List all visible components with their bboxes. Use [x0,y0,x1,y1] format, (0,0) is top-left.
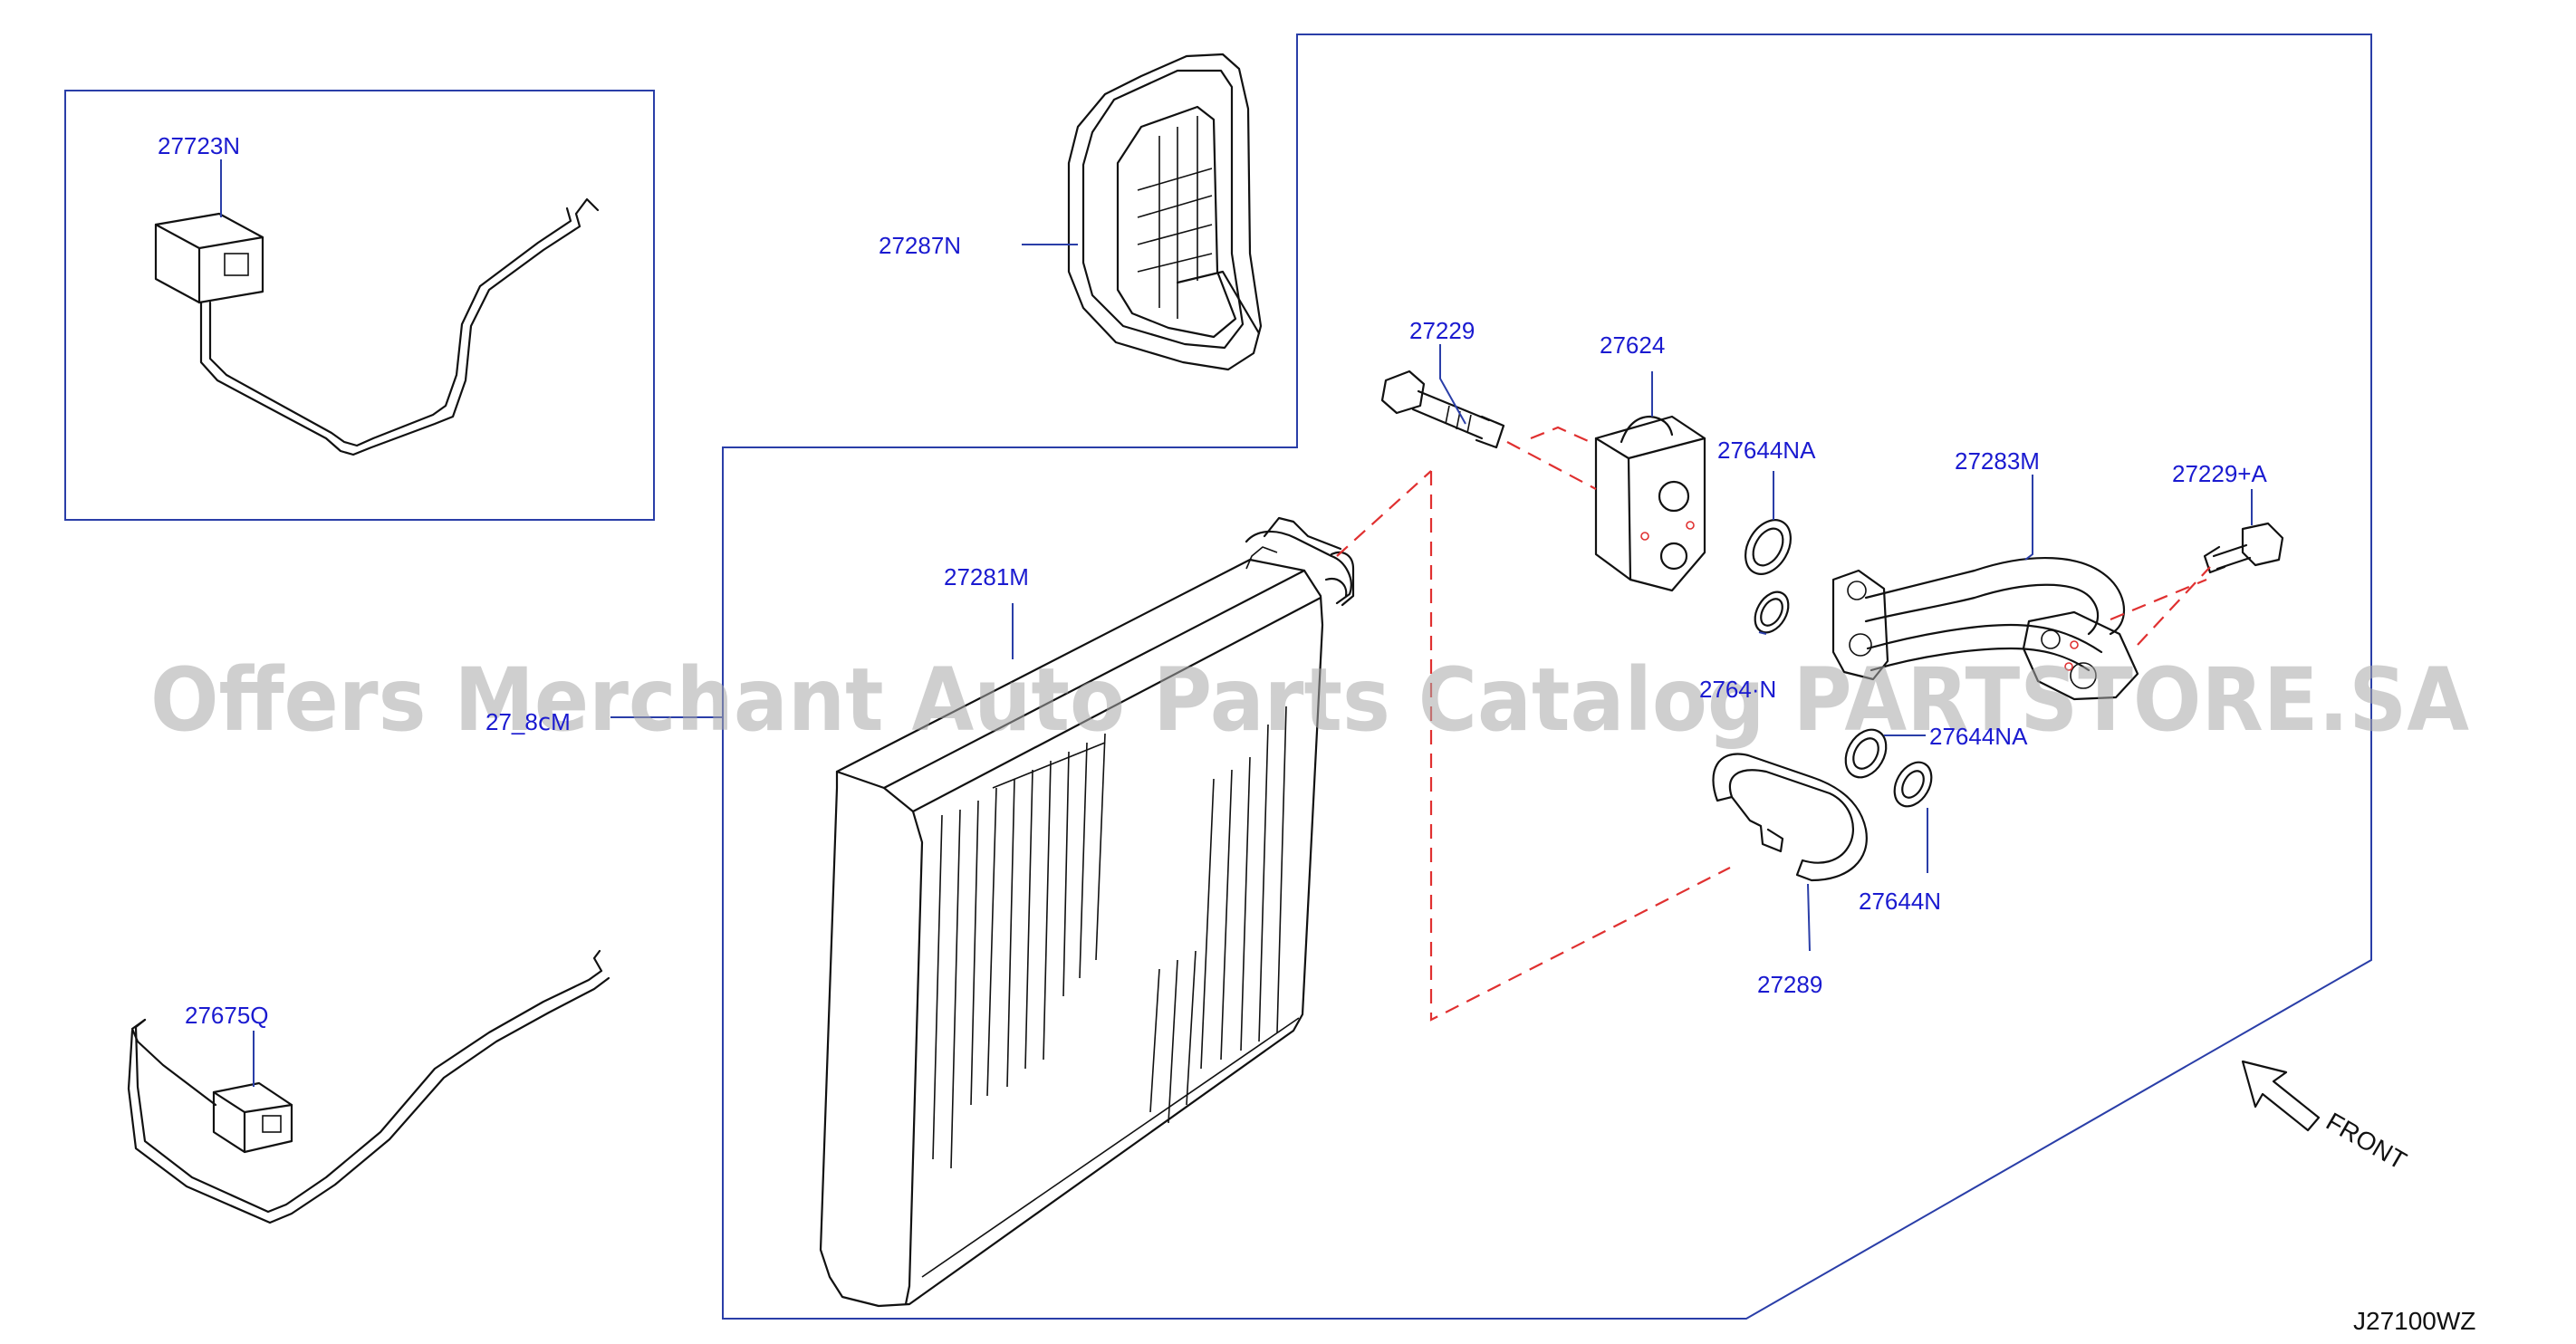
callout-27229A[interactable]: 27229+A [2172,460,2267,487]
callout-27644NA-upper[interactable]: 27644NA [1717,437,1816,464]
watermark-text: Offers Merchant Auto Parts Catalog PARTS… [150,649,2469,751]
evaporator-core-27281M[interactable] [819,516,1355,1308]
front-label: FRONT [2321,1107,2411,1175]
housing-27287N[interactable] [1067,53,1263,371]
expansion-valve-27624[interactable] [1594,415,1706,592]
callout-labels: 27723N 27287N 27229 27624 27644NA 27283M… [158,132,2267,1029]
callout-27723N[interactable]: 27723N [158,132,240,159]
clip-27289[interactable] [1712,753,1868,882]
assembly-guide-lines [1336,426,2211,1022]
front-arrow: FRONT [2241,1060,2411,1175]
diagram-code: J27100WZ [2353,1307,2475,1335]
sensor-27675Q[interactable] [127,949,610,1224]
callout-27644N-lower[interactable]: 27644N [1859,888,1941,915]
inset-frame-sensor-top [64,90,655,521]
callout-27281M[interactable]: 27281M [944,563,1029,590]
sensor-27723N[interactable] [154,197,600,456]
callout-27280M[interactable]: 27_8ⅽM [485,708,571,735]
callout-leaders [220,159,2253,1087]
bolt-27229[interactable] [1380,370,1505,449]
callout-27289[interactable]: 27289 [1757,971,1822,998]
o-ring-27644N-lower[interactable] [1887,755,1938,812]
bolt-27229A[interactable] [2203,522,2284,574]
callout-27229[interactable]: 27229 [1409,317,1475,344]
callout-27287N[interactable]: 27287N [879,232,961,259]
o-ring-27644N-upper[interactable] [1748,586,1795,638]
o-ring-27644NA-lower[interactable] [1838,723,1895,784]
callout-27644NA-lower[interactable]: 27644NA [1929,723,2028,750]
callout-27283M[interactable]: 27283M [1955,447,2040,475]
pipe-27283M[interactable] [1831,556,2139,701]
callout-27624[interactable]: 27624 [1600,331,1665,359]
main-assembly-frame [722,34,2372,1320]
callout-27675Q[interactable]: 27675Q [185,1002,269,1029]
callout-27644N-upper[interactable]: 2764·N [1699,676,1776,703]
o-ring-27644NA-upper[interactable] [1736,512,1800,581]
